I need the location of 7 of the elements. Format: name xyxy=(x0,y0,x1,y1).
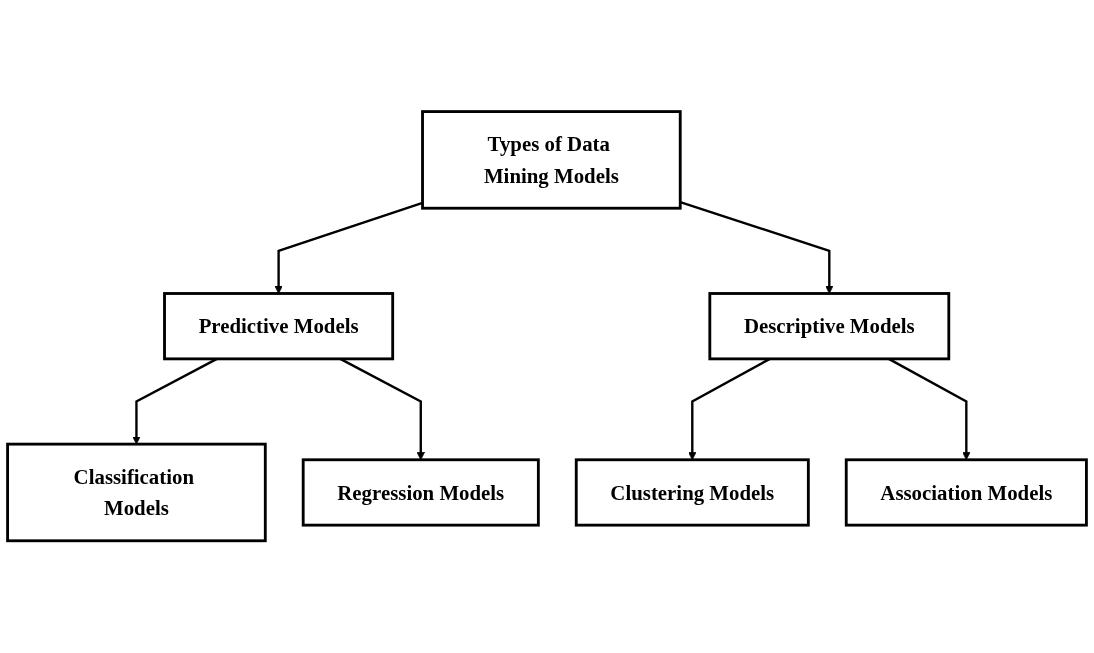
node-box: Predictive Models xyxy=(163,292,395,361)
node-box: Types of Data Mining Models xyxy=(421,110,682,210)
node-box: Descriptive Models xyxy=(708,292,951,361)
node-box: Association Models xyxy=(844,458,1088,527)
node-box: Regression Models xyxy=(301,458,540,527)
node-box: Classification Models xyxy=(6,443,267,543)
node-box: Clustering Models xyxy=(574,458,810,527)
